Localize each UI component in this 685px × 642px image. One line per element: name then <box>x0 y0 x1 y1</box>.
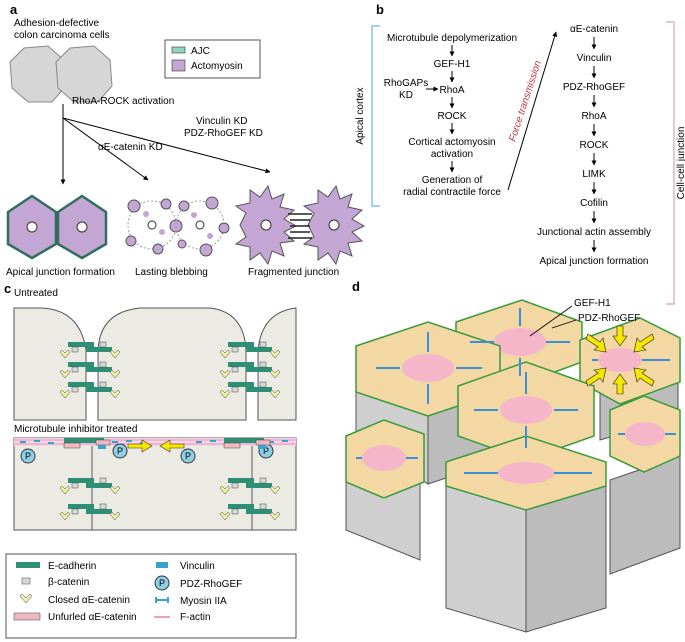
rhoa-rock-label: RhoA-ROCK activation <box>72 96 174 107</box>
outcome-blebbing: Lasting blebbing <box>135 267 208 278</box>
closed-ecat-swatch <box>19 593 33 604</box>
pdz-rhogef-leader <box>551 319 577 329</box>
pdz-p-badge-3 <box>180 448 196 464</box>
pdz-kd-label: PDZ-RhoGEF KD <box>184 128 263 139</box>
untreated-junction-left <box>59 341 121 399</box>
chain-left-7: radial contractile force <box>403 187 501 198</box>
treated-top-junction-left <box>63 438 111 449</box>
pdz-p-badge-1 <box>20 448 36 464</box>
legend-b-catenin: β-catenin <box>48 577 89 588</box>
panel-a-label: a <box>10 2 18 17</box>
apical-cortex-label: Apical cortex <box>355 87 366 144</box>
legend-pdz-rhogef: PDZ-RhoGEF <box>180 579 242 590</box>
legend-f-actin: F-actin <box>180 612 211 623</box>
panel-a: a Adhesion-defective colon carcinoma cel… <box>6 2 366 278</box>
chain-right-0: αE-catenin <box>570 24 618 35</box>
vinculin-swatch <box>156 562 168 568</box>
myosin-swatch <box>155 597 169 603</box>
cell-cell-junction-label: Cell-cell junction <box>676 127 685 200</box>
pdz-swatch <box>154 575 170 591</box>
pdz-swatch-text: P <box>159 578 165 588</box>
gef-h1-leader <box>529 305 573 337</box>
chain-left-3: ROCK <box>438 111 467 122</box>
chain-right-3: RhoA <box>581 111 606 122</box>
arrow-to-fragmented <box>62 117 271 174</box>
initial-cell-left <box>9 45 67 103</box>
pdz-p-badge-2 <box>112 443 128 459</box>
fragmented-cells <box>234 184 366 266</box>
apical-cortex-bracket <box>371 25 380 207</box>
panel-b-label: b <box>376 2 384 17</box>
hex-top-5 <box>345 419 425 499</box>
b-catenin-swatch <box>21 577 31 585</box>
legend-e-cadherin: E-cadherin <box>48 561 96 572</box>
treated-lower-junction-left <box>59 477 121 521</box>
hex-top-7 <box>445 435 607 511</box>
radial-actin <box>356 308 676 474</box>
chain-left-6: Generation of <box>422 175 483 186</box>
legend-actomyosin: Actomyosin <box>191 61 243 72</box>
force-transmission-arrow <box>507 31 558 191</box>
chain-right-5: LIMK <box>582 169 606 180</box>
legend-vinculin: Vinculin <box>180 561 215 572</box>
ecat-kd-label: αE-catenin KD <box>98 142 163 153</box>
tension-arrow-2 <box>159 439 185 453</box>
chain-right-6: Cofilin <box>580 198 608 209</box>
panel-c: c Untreated Microtubule inhibitor treat <box>4 281 297 639</box>
pdz-p-text-4: P <box>263 446 269 456</box>
chain-left-0: Microtubule depolymerization <box>387 33 517 44</box>
initial-cell-right <box>55 45 113 103</box>
panel-a-legend <box>164 39 261 79</box>
rhogaps-line1: RhoGAPs <box>384 78 428 89</box>
pdz-p-text-3: P <box>185 451 191 461</box>
untreated-cell-2 <box>97 307 247 421</box>
panel-a-title-line1: Adhesion-defective <box>14 18 99 29</box>
treated-label: Microtubule inhibitor treated <box>14 424 137 435</box>
hex-top-3 <box>579 317 681 405</box>
actomyosin-swatch <box>171 59 186 72</box>
apical-junction-cells <box>6 194 108 260</box>
hex-top-4 <box>457 361 595 461</box>
cell-cell-junction-bracket <box>666 21 675 305</box>
outcome-apical: Apical junction formation <box>6 267 115 278</box>
untreated-label: Untreated <box>14 288 58 299</box>
ajc-swatch <box>171 46 186 54</box>
blebbing-cells <box>125 196 230 257</box>
legend-myosin: Myosin IIA <box>180 596 227 607</box>
chain-left-4: Cortical actomyosin <box>408 137 495 148</box>
e-cadherin-swatch <box>16 562 40 568</box>
chain-left-1: GEF-H1 <box>434 59 471 70</box>
chain-left-2: RhoA <box>439 85 464 96</box>
panel-a-title-line2: colon carcinoma cells <box>14 30 110 41</box>
arrow-to-blebbing <box>62 117 149 181</box>
tension-arrow-1 <box>127 439 153 453</box>
pdz-p-text-2: P <box>117 446 123 456</box>
chain-right-2: PDZ-RhoGEF <box>563 82 625 93</box>
panel-b: b Apical cortex Cell-cell junction Micro… <box>355 2 685 305</box>
chain-right-8: Apical junction formation <box>540 256 649 267</box>
treated-top-junction-right <box>223 438 271 449</box>
chain-right-4: ROCK <box>580 140 609 151</box>
panel-c-legend <box>5 553 297 639</box>
legend-closed-ecat: Closed αE-catenin <box>48 595 130 606</box>
panel-c-label: c <box>4 281 11 296</box>
hex-top-6 <box>609 395 681 473</box>
legend-unfurled-ecat: Unfurled αE-catenin <box>48 612 137 623</box>
pdz-p-text-1: P <box>25 451 31 461</box>
rhogaps-line2: KD <box>399 90 413 101</box>
vinculin-kd-label: Vinculin KD <box>196 116 248 127</box>
gef-h1-label: GEF-H1 <box>574 298 611 309</box>
panel-d: d <box>345 279 681 633</box>
radial-force-arrows <box>585 325 655 395</box>
pdz-rhogef-label: PDZ-RhoGEF <box>578 313 640 324</box>
panel-d-label: d <box>352 279 360 294</box>
chain-left-5: activation <box>431 149 473 160</box>
chain-right-7: Junctional actin assembly <box>537 227 651 238</box>
unfurled-ecat-swatch <box>13 612 41 621</box>
chain-right-1: Vinculin <box>577 53 612 64</box>
outcome-fragmented: Fragmented junction <box>248 267 339 278</box>
legend-ajc: AJC <box>191 46 210 57</box>
